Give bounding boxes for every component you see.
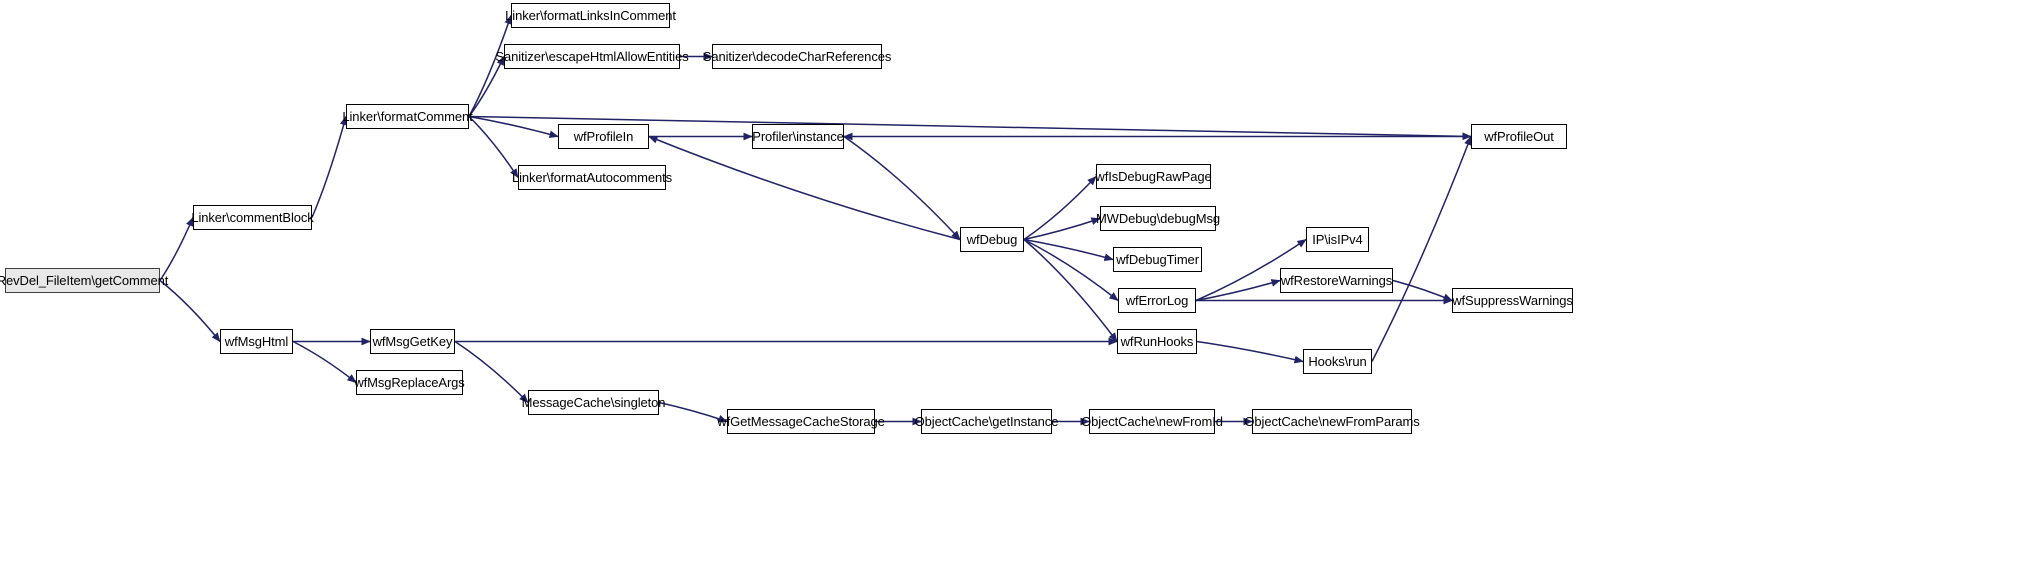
graph-node[interactable]: wfProfileOut bbox=[1471, 124, 1567, 149]
graph-node[interactable]: ObjectCache\getInstance bbox=[915, 409, 1058, 434]
graph-edge bbox=[1195, 279, 1281, 302]
graph-edge bbox=[468, 115, 519, 179]
graph-node-label: wfMsgHtml bbox=[224, 334, 289, 349]
graph-node[interactable]: wfSuppressWarnings bbox=[1452, 288, 1573, 313]
graph-node[interactable]: wfErrorLog bbox=[1118, 288, 1196, 313]
graph-node-label: MessageCache\singleton bbox=[521, 395, 666, 410]
graph-edge bbox=[1196, 340, 1304, 364]
graph-node[interactable]: IP\isIPv4 bbox=[1306, 227, 1369, 252]
graph-node[interactable]: wfMsgGetKey bbox=[370, 329, 455, 354]
graph-node-label: Sanitizer\escapeHtmlAllowEntities bbox=[495, 49, 689, 64]
graph-node[interactable]: Linker\commentBlock bbox=[191, 205, 314, 230]
graph-edge bbox=[1023, 238, 1118, 343]
graph-edge bbox=[1371, 135, 1472, 362]
graph-node-label: wfErrorLog bbox=[1125, 293, 1189, 308]
graph-edge bbox=[1023, 238, 1114, 262]
graph-node-label: Sanitizer\decodeCharReferences bbox=[702, 49, 892, 64]
graph-node[interactable]: wfIsDebugRawPage bbox=[1095, 164, 1212, 189]
graph-node-label: wfProfileOut bbox=[1484, 129, 1554, 144]
graph-edge bbox=[159, 279, 221, 343]
graph-node-label: wfDebug bbox=[966, 232, 1018, 247]
graph-node-label: wfGetMessageCacheStorage bbox=[717, 414, 885, 429]
graph-node[interactable]: Linker\formatComment bbox=[342, 104, 473, 129]
graph-node[interactable]: Sanitizer\decodeCharReferences bbox=[703, 44, 891, 69]
graph-node[interactable]: wfDebugTimer bbox=[1113, 247, 1202, 272]
graph-node-label: ObjectCache\newFromId bbox=[1081, 414, 1223, 429]
graph-edge bbox=[468, 55, 505, 117]
graph-node-label: Profiler\instance bbox=[752, 129, 844, 144]
graph-node-label: wfRunHooks bbox=[1120, 334, 1194, 349]
graph-node[interactable]: MessageCache\singleton bbox=[522, 390, 665, 415]
graph-node-label: Hooks\run bbox=[1308, 354, 1367, 369]
graph-edge bbox=[468, 115, 559, 139]
graph-node[interactable]: Sanitizer\escapeHtmlAllowEntities bbox=[495, 44, 689, 69]
graph-node-label: wfProfileIn bbox=[573, 129, 634, 144]
graph-edge bbox=[1023, 175, 1097, 241]
graph-edge bbox=[311, 115, 348, 218]
graph-node[interactable]: wfRestoreWarnings bbox=[1280, 268, 1393, 293]
graph-node[interactable]: Linker\formatAutocomments bbox=[512, 165, 672, 190]
graph-node-label: ObjectCache\newFromParams bbox=[1244, 414, 1420, 429]
graph-edge bbox=[1023, 217, 1101, 241]
graph-node[interactable]: ObjectCache\newFromParams bbox=[1244, 409, 1420, 434]
graph-node-label: wfDebugTimer bbox=[1116, 252, 1199, 267]
graph-node-label: Linker\commentBlock bbox=[191, 210, 314, 225]
graph-edge bbox=[454, 340, 529, 404]
graph-edge bbox=[843, 135, 961, 241]
graph-node-label: Linker\formatAutocomments bbox=[511, 170, 673, 185]
graph-node-label: RevDel_FileItem\getComment bbox=[0, 273, 169, 288]
graph-edge bbox=[1023, 238, 1119, 302]
graph-node-label: ObjectCache\getInstance bbox=[914, 414, 1059, 429]
graph-edge bbox=[648, 135, 961, 241]
graph-node[interactable]: Profiler\instance bbox=[752, 124, 844, 149]
graph-node[interactable]: ObjectCache\newFromId bbox=[1081, 409, 1223, 434]
graph-node[interactable]: Linker\formatLinksInComment bbox=[505, 3, 676, 28]
graph-node-label: Linker\formatLinksInComment bbox=[505, 8, 676, 23]
graph-node[interactable]: Hooks\run bbox=[1303, 349, 1372, 374]
graph-node[interactable]: MWDebug\debugMsg bbox=[1096, 206, 1220, 231]
graph-node[interactable]: wfRunHooks bbox=[1117, 329, 1197, 354]
graph-node-label: Linker\formatComment bbox=[342, 109, 473, 124]
graph-node[interactable]: wfGetMessageCacheStorage bbox=[717, 409, 885, 434]
graph-node[interactable]: RevDel_FileItem\getComment bbox=[0, 268, 168, 293]
graph-edge bbox=[292, 340, 357, 384]
graph-edge bbox=[159, 216, 194, 281]
graph-node[interactable]: wfMsgReplaceArgs bbox=[354, 370, 465, 395]
graph-node-label: IP\isIPv4 bbox=[1312, 232, 1363, 247]
graph-node-label: wfMsgReplaceArgs bbox=[354, 375, 465, 390]
graph-node-label: wfRestoreWarnings bbox=[1280, 273, 1393, 288]
graph-node-label: wfMsgGetKey bbox=[372, 334, 453, 349]
graph-node[interactable]: wfMsgHtml bbox=[220, 329, 293, 354]
graph-node-label: MWDebug\debugMsg bbox=[1095, 211, 1221, 226]
graph-node-label: wfIsDebugRawPage bbox=[1095, 169, 1212, 184]
graph-node[interactable]: wfProfileIn bbox=[558, 124, 649, 149]
graph-node-label: wfSuppressWarnings bbox=[1452, 293, 1573, 308]
graph-edge bbox=[1392, 279, 1453, 302]
graph-node[interactable]: wfDebug bbox=[960, 227, 1024, 252]
